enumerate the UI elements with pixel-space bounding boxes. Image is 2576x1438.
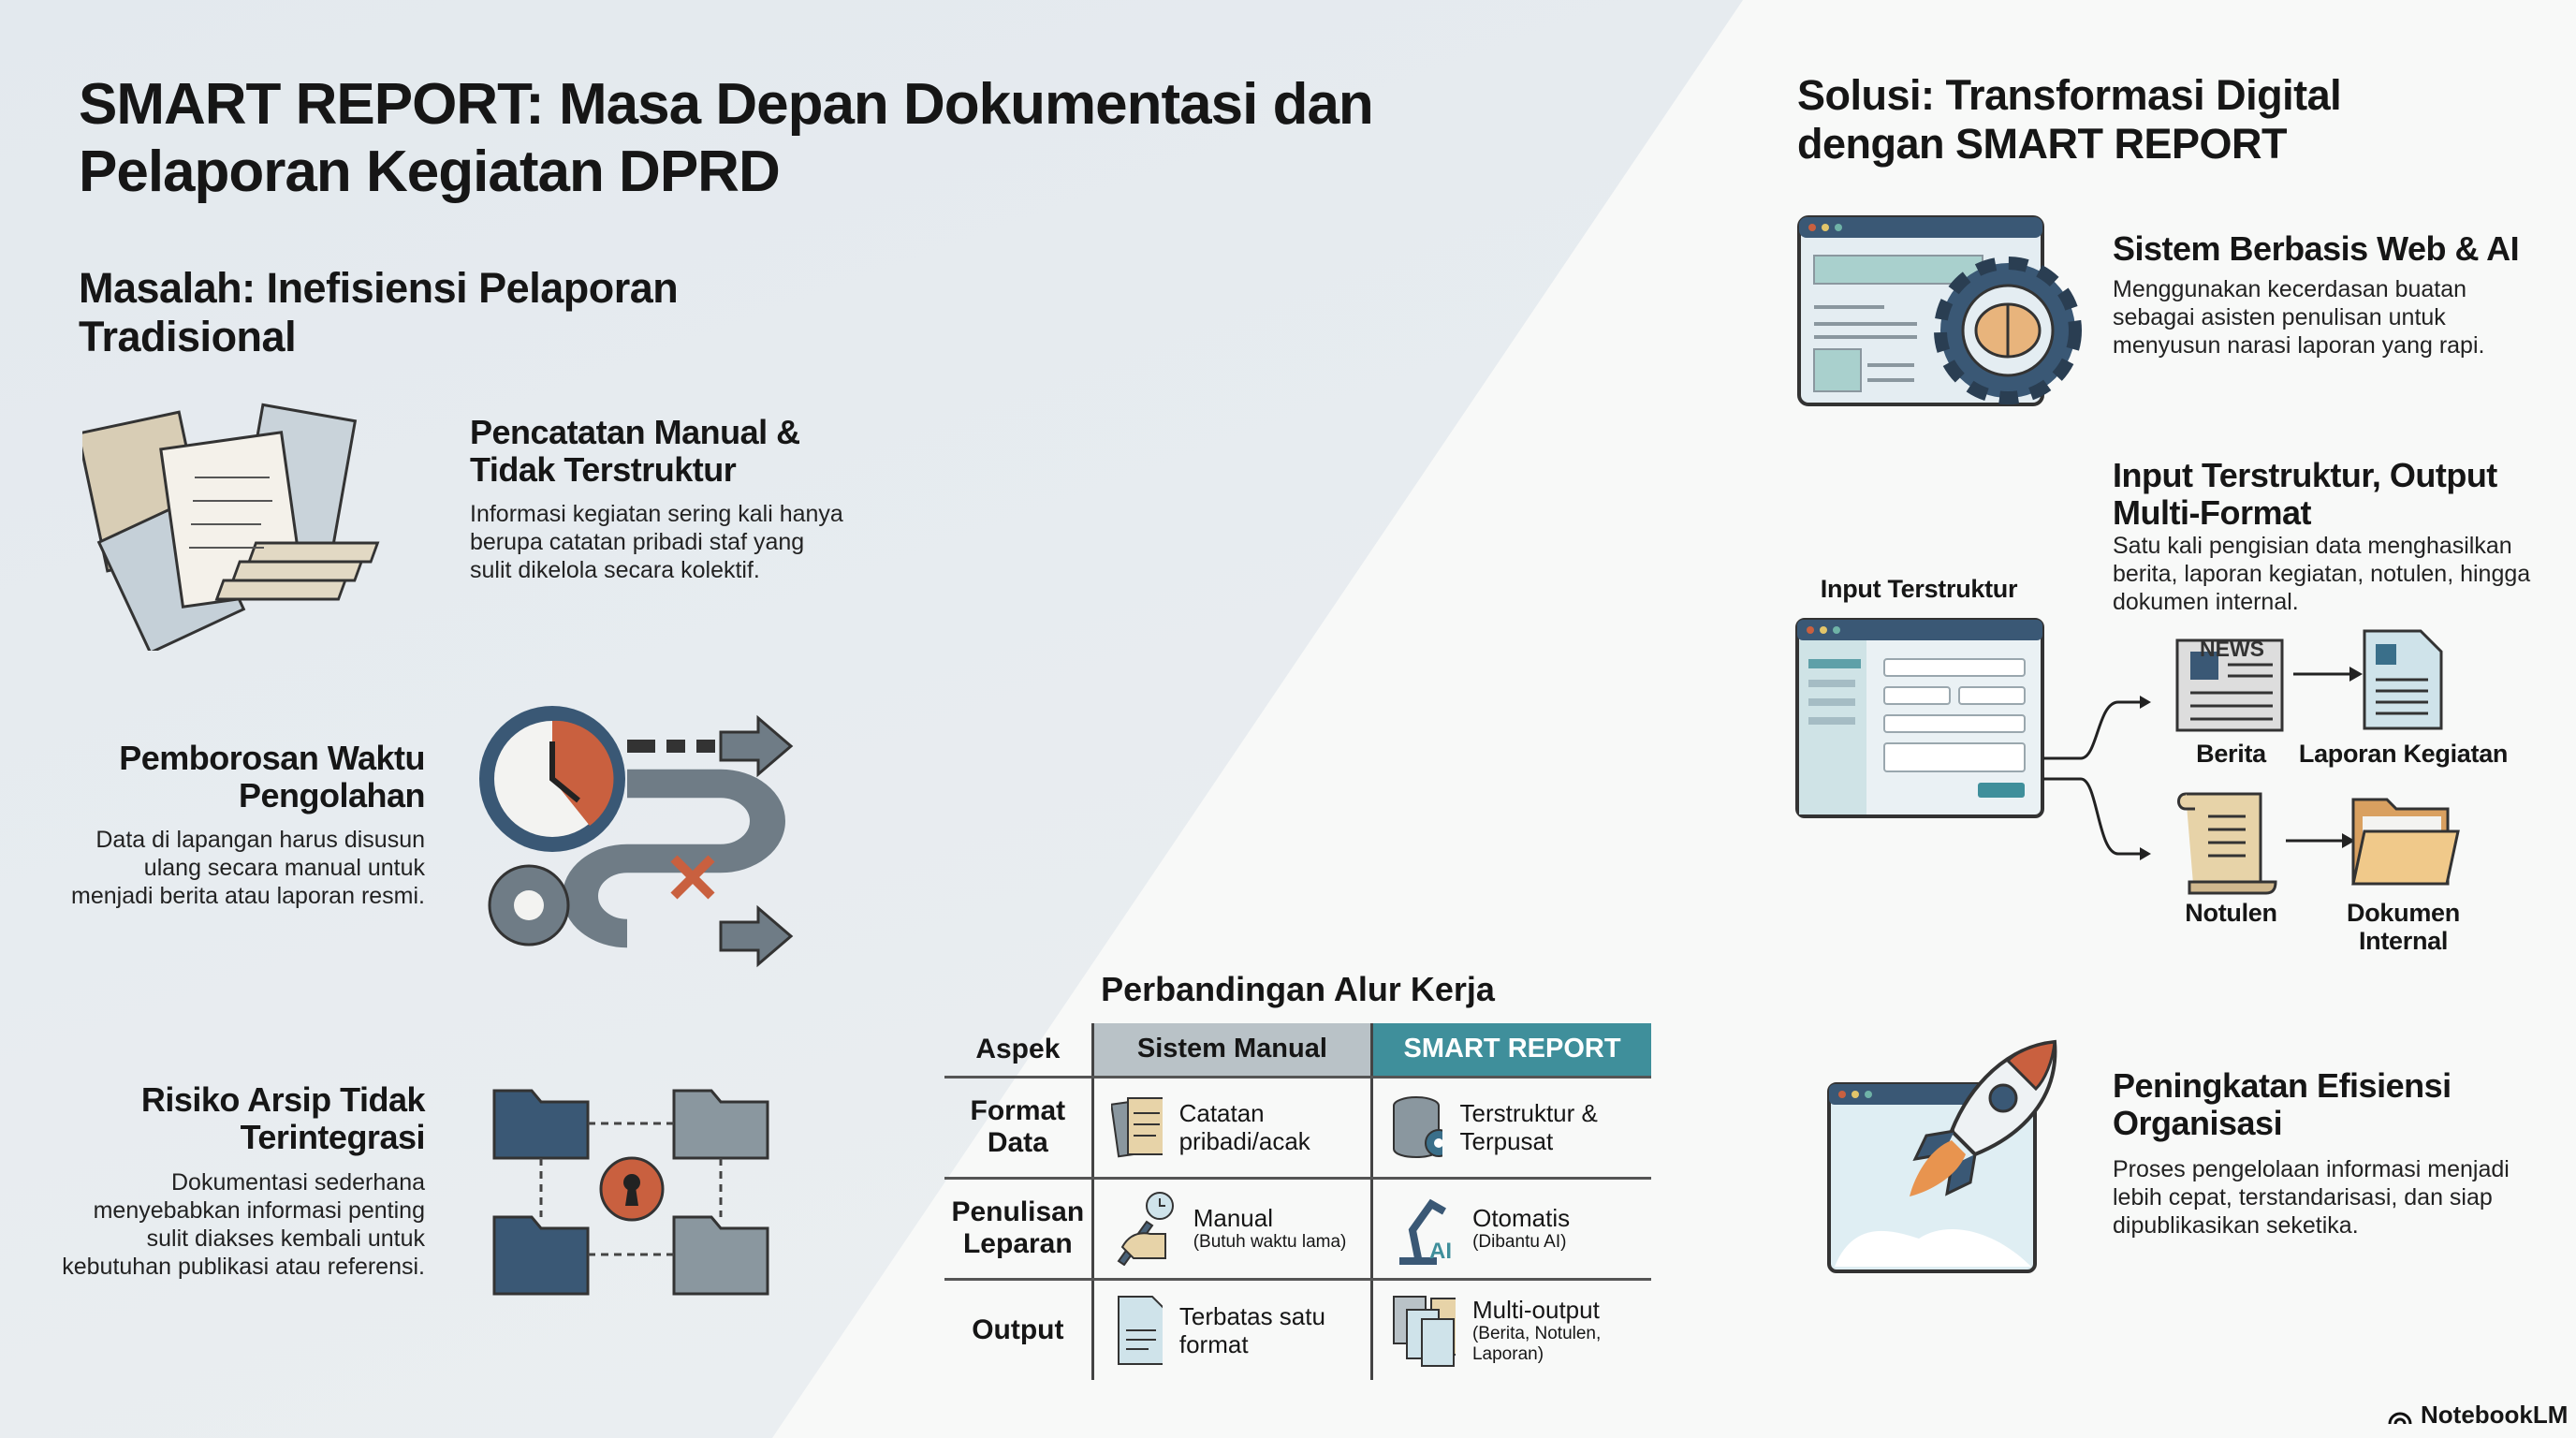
activity-report-icon [2363,629,2443,730]
notebooklm-branding: NotebookLM [2387,1401,2568,1430]
time-waste-icon [479,706,794,968]
scattered-papers-icon [82,403,380,651]
header-manual: Sistem Manual [1090,1023,1372,1078]
solution-heading: Solusi: Transformasi Digital dengan SMAR… [1797,71,2342,168]
output-laporan-label: Laporan Kegiatan [2298,740,2509,768]
header-smart-report: SMART REPORT [1370,1023,1651,1078]
arrow-right-icon [2286,833,2355,848]
problem-heading: Masalah: Inefisiensi Pelaporan Tradision… [79,264,679,360]
output-berita-label: Berita [2196,740,2266,768]
comparison-title: Perbandingan Alur Kerja [1101,970,1495,1008]
news-badge: NEWS [2200,637,2264,661]
rocket-window-icon [1827,1039,2057,1273]
svg-text:AI: AI [1429,1239,1452,1264]
smart-value: Otomatis [1472,1204,1571,1232]
table-row: Penulisan Leparan Manual(Butuh waktu lam… [944,1178,1651,1281]
problem-3-title: Risiko Arsip Tidak Terintegrasi [140,1080,426,1156]
input-terstruktur-label: Input Terstruktur [1820,575,2018,603]
database-gear-icon [1393,1096,1443,1158]
problem-1-title: Pencatatan Manual & Tidak Terstruktur [470,413,800,489]
single-document-icon [1117,1295,1163,1365]
news-icon [2175,638,2284,732]
hand-writing-clock-icon [1117,1192,1174,1266]
row-aspect: Output [972,1313,1064,1345]
table-row: Output Terbatas satu format Multi-output… [944,1279,1651,1380]
input-flow-diagram [1795,618,2151,860]
solution-1-body: Menggunakan kecerdasan buatan sebagai as… [2113,276,2485,359]
folder-icon [2351,798,2460,886]
disconnected-folders-icon [492,1089,769,1296]
robot-arm-ai-icon: AI [1399,1198,1452,1265]
multiple-documents-icon [1393,1295,1456,1367]
header-aspek: Aspek [944,1023,1093,1078]
problem-1-body: Informasi kegiatan sering kali hanya ber… [470,501,843,583]
manual-value: Manual [1193,1204,1273,1232]
table-header-row: Aspek Sistem Manual SMART REPORT [944,1023,1651,1078]
row-aspect: Format Data [944,1077,1093,1180]
solution-1-title: Sistem Berbasis Web & AI [2113,229,2520,268]
smart-note: (Berita, Notulen, Laporan) [1471,1323,1602,1364]
row-aspect: Penulisan Leparan [944,1178,1093,1281]
manual-value: Terbatas satu format [1178,1301,1325,1358]
solution-2-body: Satu kali pengisian data menghasilkan be… [2113,533,2531,615]
problem-2-body: Data di lapangan harus disusun ulang sec… [71,827,425,909]
minutes-scroll-icon [2177,792,2277,895]
problem-3-body: Dokumentasi sederhana menyebabkan inform… [62,1169,425,1280]
page-title: SMART REPORT: Masa Depan Dokumentasi dan… [79,72,1374,204]
smart-value: Multi-output [1471,1295,1600,1324]
smart-value: Terstruktur & Terpusat [1459,1099,1598,1155]
paper-notes-icon [1110,1097,1163,1158]
solution-2-title: Input Terstruktur, Output Multi-Format [2113,456,2497,532]
web-ai-brain-gear-icon [1797,215,2082,406]
output-notulen-label: Notulen [2185,899,2277,927]
arrow-right-icon [2293,667,2363,682]
output-dokumen-label: Dokumen Internal [2347,899,2460,955]
smart-note: (Dibantu AI) [1472,1232,1567,1252]
problem-2-title: Pemborosan Waktu Pengolahan [119,739,425,814]
solution-3-title: Peningkatan Efisiensi Organisasi [2113,1066,2452,1142]
solution-3-body: Proses pengelolaan informasi menjadi leb… [2113,1156,2510,1239]
table-row: Format Data Catatan pribadi/acak Terstru… [944,1077,1651,1180]
comparison-table: Aspek Sistem Manual SMART REPORT Format … [944,1023,1651,1380]
manual-note: (Butuh waktu lama) [1193,1232,1347,1252]
notebooklm-logo-icon [2388,1412,2412,1424]
notebooklm-label: NotebookLM [2421,1401,2569,1429]
manual-value: Catatan pribadi/acak [1178,1099,1310,1155]
